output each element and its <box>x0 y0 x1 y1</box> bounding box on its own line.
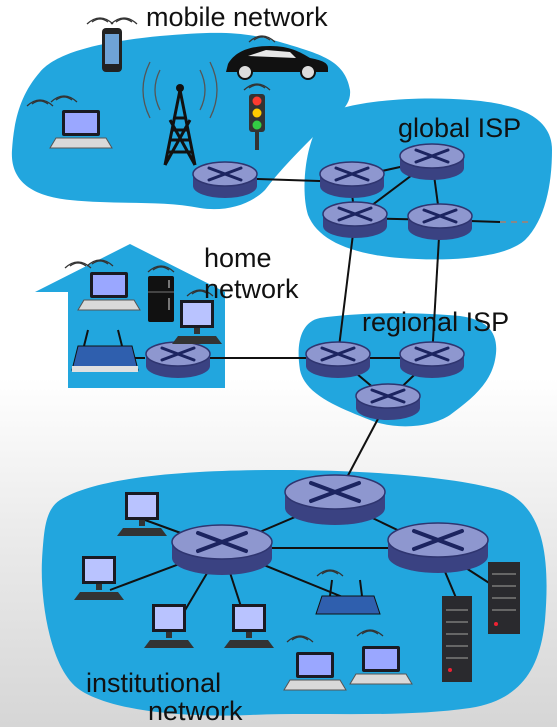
server-icon <box>442 562 520 682</box>
institutional-router-1 <box>283 473 387 527</box>
traffic-light-icon <box>243 83 271 150</box>
global-isp-router-1 <box>318 160 386 200</box>
mobile-network-label: mobile network <box>146 2 328 32</box>
regional-isp-router-1 <box>304 340 372 380</box>
regional-isp-router-3 <box>354 382 422 422</box>
global-isp-label: global ISP <box>398 113 522 143</box>
mobile-network-router <box>191 160 259 200</box>
global-isp-router-4 <box>406 202 474 242</box>
car-icon <box>226 35 328 80</box>
institutional-router-3 <box>386 521 490 575</box>
regional-isp-router-2 <box>398 340 466 380</box>
inst-wifi-router-icon <box>315 569 381 615</box>
fridge-icon <box>147 265 175 322</box>
home-network-label-line1: home <box>204 243 272 273</box>
institutional-router-2 <box>170 523 274 577</box>
global-isp-router-3 <box>321 200 389 240</box>
institutional-network-label-line2: network <box>148 696 243 726</box>
regional-isp-area <box>298 313 497 427</box>
home-network-label-line2: network <box>204 274 299 304</box>
cell-tower-icon <box>142 61 218 166</box>
regional-isp-label: regional ISP <box>362 307 510 337</box>
home-router <box>144 340 212 380</box>
mobile-network-area <box>11 32 351 210</box>
global-isp-router-2 <box>398 142 466 182</box>
wifi-router-icon <box>71 329 139 372</box>
smartphone-icon <box>86 17 138 72</box>
institutional-network-label-line1: institutional <box>86 668 222 698</box>
